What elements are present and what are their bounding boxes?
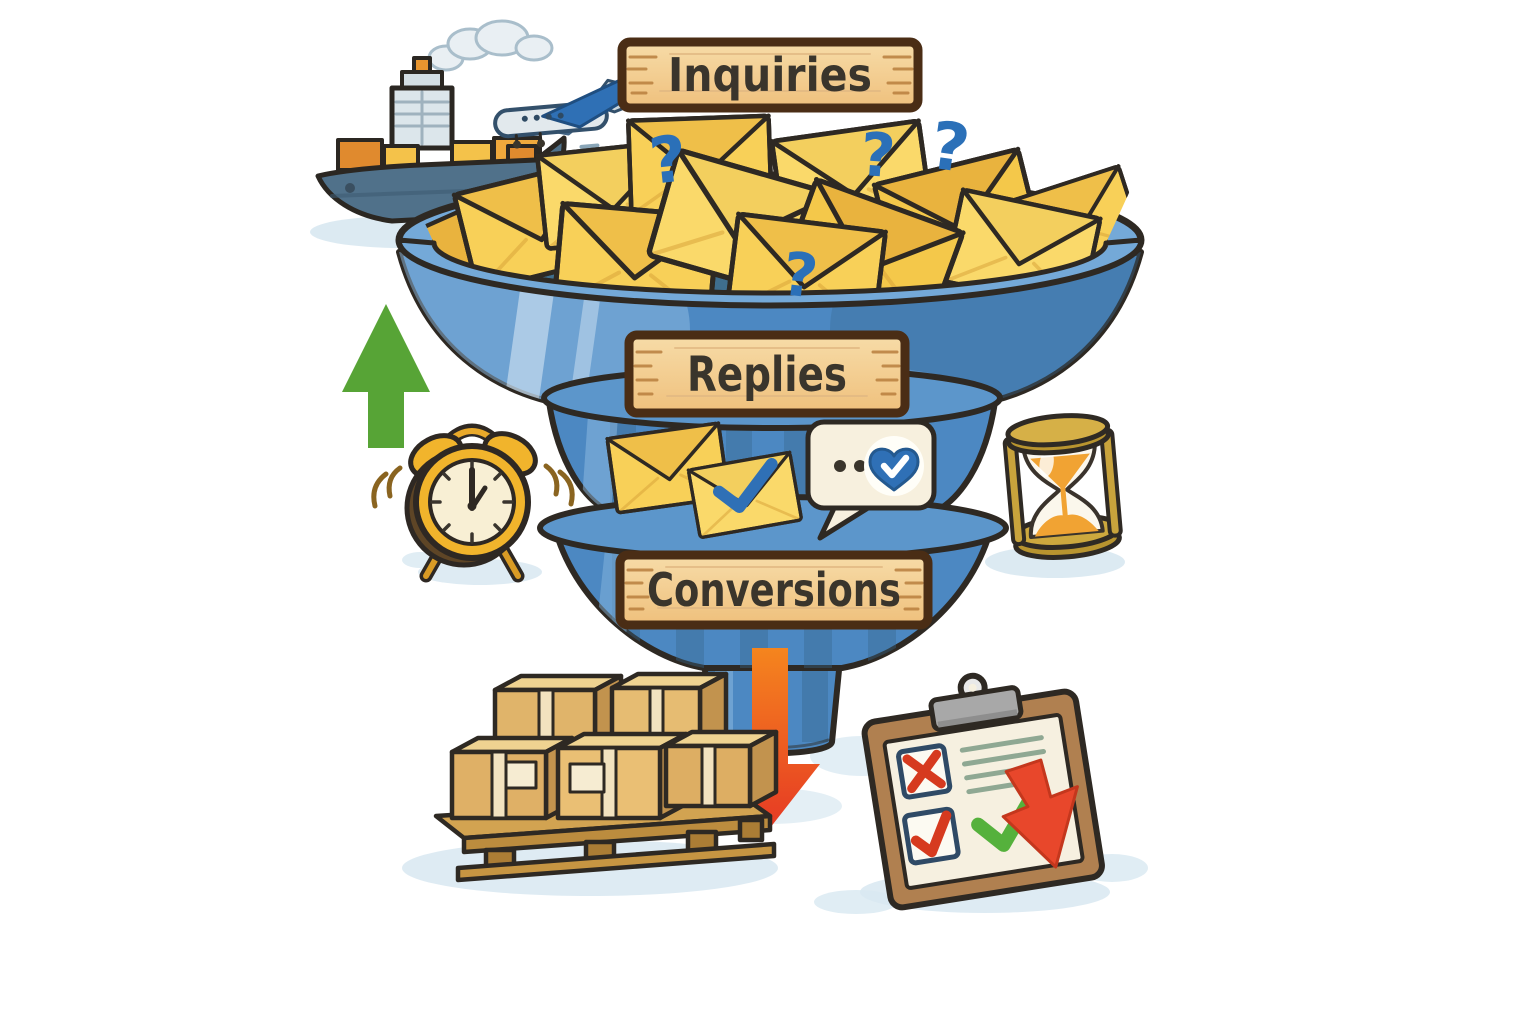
up-arrow-icon xyxy=(342,304,430,448)
pallet-boxes-icon xyxy=(433,671,779,883)
funnel-rim-front xyxy=(396,237,1144,308)
red-x-icon xyxy=(896,743,953,800)
stage-label-conversions: Conversions xyxy=(647,563,901,617)
checklist-clipboard-icon xyxy=(861,672,1105,911)
alarm-clock-icon xyxy=(371,423,575,583)
checked-envelope-icon xyxy=(686,450,804,540)
stage-label-inquiries: Inquiries xyxy=(668,48,872,102)
checklist-lines xyxy=(959,735,1047,795)
question-mark-icon: ? xyxy=(778,239,821,313)
question-mark-icon: ? xyxy=(858,120,898,192)
red-corner-arrow-icon xyxy=(1001,758,1079,869)
replies-items xyxy=(605,419,937,541)
ship-smoke xyxy=(427,19,554,72)
hourglass-icon xyxy=(1002,413,1123,560)
question-mark-icon: ? xyxy=(646,122,691,199)
chat-bubble-heart-icon xyxy=(805,419,937,541)
sign-inquiries: Inquiries xyxy=(617,37,923,113)
sign-conversions: Conversions xyxy=(615,550,933,630)
red-check-icon xyxy=(902,806,961,866)
stage-label-replies: Replies xyxy=(687,347,847,403)
sign-replies: Replies xyxy=(624,330,910,418)
